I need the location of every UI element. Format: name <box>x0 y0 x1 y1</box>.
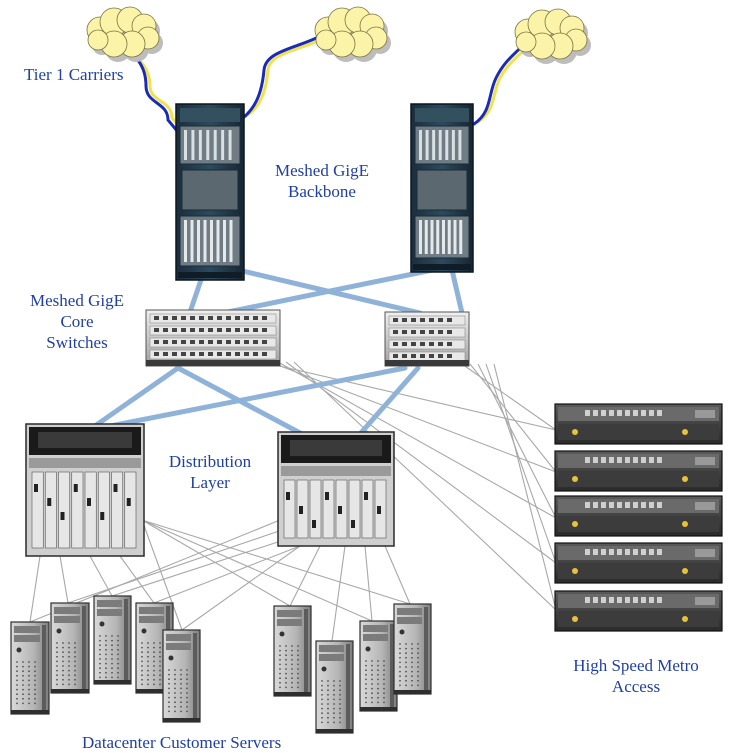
internet-cloud-icon <box>514 8 591 64</box>
core-switches-label-line-2: Core <box>60 312 94 331</box>
core-switches-label: Meshed GigE Core Switches <box>14 290 140 353</box>
core-switch-icon <box>384 311 470 367</box>
metro-access-unit-icon <box>554 542 723 584</box>
core-to-metro-links <box>261 361 557 611</box>
core-switches <box>145 309 470 367</box>
core-switches-label-line-3: Switches <box>46 333 108 352</box>
metro-access-unit-icon <box>554 450 723 492</box>
distribution-chassis-icon <box>277 431 395 547</box>
metro-access-unit-icon <box>554 403 723 445</box>
metro-access-unit-icon <box>554 495 723 537</box>
tower-server-icon <box>10 621 50 715</box>
tier1-carriers-label: Tier 1 Carriers <box>24 65 124 84</box>
backbone-router-icon <box>410 103 474 273</box>
distribution-layer-label: Distribution Layer <box>150 451 270 493</box>
customer-servers <box>10 595 432 734</box>
metro-access-units <box>554 403 723 632</box>
tower-server-icon <box>315 640 354 734</box>
carrier-clouds <box>86 6 591 64</box>
tower-server-icon <box>162 629 201 723</box>
backbone-label: Meshed GigE Backbone <box>262 160 382 202</box>
distribution-label-line-2: Layer <box>190 473 230 492</box>
tower-server-icon <box>93 595 132 685</box>
metro-access-label-line-1: High Speed Metro <box>573 656 699 675</box>
backbone-label-line-2: Backbone <box>288 182 356 201</box>
backbone-router-icon <box>175 103 245 281</box>
metro-access-label: High Speed Metro Access <box>556 655 716 697</box>
core-switches-label-line-1: Meshed GigE <box>30 291 124 310</box>
datacenter-servers-label: Datacenter Customer Servers <box>82 733 282 752</box>
metro-access-label-line-2: Access <box>611 677 661 696</box>
internet-cloud-icon <box>314 6 391 62</box>
backbone-label-line-1: Meshed GigE <box>275 161 369 180</box>
internet-cloud-icon <box>86 6 163 62</box>
tower-server-icon <box>393 603 432 695</box>
backbone-trunk-links <box>89 265 465 437</box>
distribution-to-server-links <box>29 519 411 642</box>
tower-server-icon <box>273 605 312 697</box>
distribution-label-line-1: Distribution <box>168 452 252 471</box>
metro-access-unit-icon <box>554 590 723 632</box>
distribution-chassis-icon <box>25 423 145 557</box>
distribution-chassis <box>25 423 395 557</box>
backbone-routers <box>175 103 474 281</box>
tower-server-icon <box>50 602 90 694</box>
tower-server-icon <box>359 620 398 712</box>
core-switch-icon <box>145 309 281 367</box>
